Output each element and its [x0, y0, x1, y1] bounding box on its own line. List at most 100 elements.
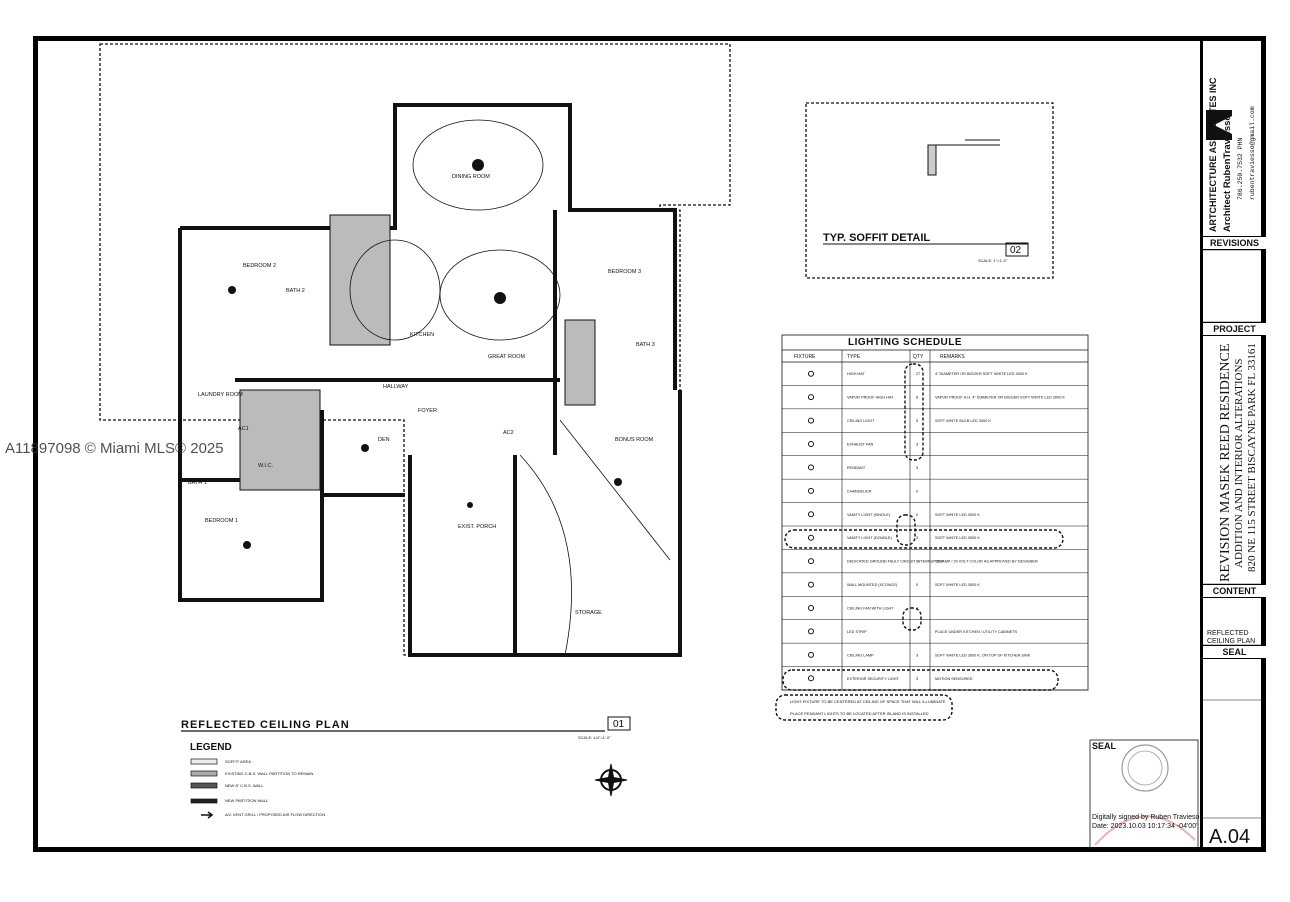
plan-number: 01: [613, 719, 625, 730]
sched-cell-remarks: SOFT WHITE BULB LED 3000 K: [935, 419, 991, 423]
sched-cell-type: HIGH HAT: [847, 372, 866, 376]
sched-cell-type: EXHAUST FAN: [847, 443, 874, 447]
sched-cell-type: CEILING FAN WITH LIGHT: [847, 607, 894, 611]
walls: [178, 103, 682, 657]
firm-phone: 786.250.7532 PHN: [1237, 137, 1244, 200]
sched-cell-qty: 3: [916, 677, 918, 681]
sched-cell-type: CEILING LIGHT: [847, 419, 875, 423]
sched-cell-qty: 3: [916, 536, 918, 540]
firm-logo: [1206, 110, 1232, 140]
fixture-symbol-icon: [808, 511, 814, 518]
legend-item-3: NEW PARTITION WALL: [225, 798, 269, 803]
sched-cell-type: VANITY LIGHT (SINGLE): [847, 513, 891, 517]
revision-cloud: [99, 43, 731, 656]
sched-cell-type: WALL MOUNTED (SCONCE): [847, 583, 898, 587]
drawing-sheet: [33, 36, 1266, 852]
sched-cell-type: EXTERIOR SECURITY LIGHT: [847, 677, 900, 681]
seal-box: [1089, 739, 1199, 849]
room-foyer: FOYER: [418, 408, 437, 414]
fixture-symbol-icon: [808, 675, 814, 682]
room-porch: EXIST. PORCH: [458, 524, 496, 530]
sched-cell-remarks: MOTION SENSORED: [935, 677, 973, 681]
sched-cell-qty: 3: [916, 443, 918, 447]
plan-title: REFLECTED CEILING PLAN: [181, 719, 350, 731]
title-block: REVISIONS PROJECT CONTENT SEAL: [1200, 36, 1266, 852]
sched-cell-type: CEILING LAMP: [847, 653, 874, 657]
legend-item-0: SOFFIT AREA: [225, 759, 251, 764]
room-bonus: BONUS ROOM: [615, 437, 654, 443]
seal-label: SEAL: [1092, 741, 1117, 751]
sched-cell-remarks: SOFT WHITE LED 3000 K, ON TOP OF KITCHEN…: [935, 653, 1031, 657]
sched-cell-remarks: PLACE UNDER KITCHEN / UTILITY CABINETS: [935, 630, 1017, 634]
sched-cell-qty: 0: [916, 583, 918, 587]
firm-name: ARTCHITECTURE ASSOCIATES INC: [1208, 77, 1218, 232]
signature-mark: [1094, 815, 1196, 846]
sched-cell-qty: 0: [916, 513, 918, 517]
room-bath3: BATH 3: [636, 342, 655, 348]
sched-cell-type: VAPOR PROOF HIGH HAT: [847, 396, 894, 400]
signature-line-2: Date: 2023.10.03 10:17:34 -04'00': [1092, 823, 1198, 830]
sched-cell-qty: 5: [916, 419, 918, 423]
room-bath1: BATH 1: [188, 480, 207, 486]
sched-cell-remarks: SOFT WHITE LED 3000 K: [935, 583, 980, 587]
sched-cell-qty: 1: [916, 560, 918, 564]
fixture-symbol-icon: [808, 534, 814, 541]
sched-cell-type: CHANDELIER: [847, 489, 872, 493]
fixture-symbol-icon: [808, 394, 814, 401]
sheet-number: A.04: [1209, 826, 1251, 848]
project-header: PROJECT: [1203, 322, 1266, 336]
ceiling-fans: [228, 159, 622, 549]
legend-swatches: [190, 758, 218, 804]
ceiling-arcs: [349, 119, 671, 656]
architect-name: Architect RubenTraviesso: [1222, 114, 1233, 232]
sched-header-type: TYPE: [847, 354, 861, 360]
fixture-symbol-icon: [808, 370, 814, 377]
seal-header: SEAL: [1203, 645, 1266, 659]
mls-watermark: A11897098 © Miami MLS© 2025: [5, 440, 224, 457]
room-great: GREAT ROOM: [488, 354, 525, 360]
north-arrow-icon: [594, 763, 628, 797]
sched-cell-remarks: SOFT WHITE LED 3000 K: [935, 536, 980, 540]
legend-item-1: EXISTING C.B.S. WALL PARTITION TO REMAIN: [225, 771, 313, 776]
sched-header-fixture: FIXTURE: [794, 354, 816, 360]
fixture-symbol-icon: [808, 441, 814, 447]
room-ac1: AC1: [238, 426, 249, 432]
sched-cell-remarks: SOFT WHITE LED 3000 K: [935, 513, 980, 517]
schedule-clouds: [775, 363, 1064, 721]
fixture-symbol-icon: [808, 487, 814, 494]
fixture-symbol-icon: [808, 464, 814, 471]
fixture-symbol-icon: [808, 628, 814, 635]
room-den: DEN: [378, 437, 390, 443]
revisions-header: REVISIONS: [1203, 236, 1266, 250]
vent-arrow-icon: [201, 811, 214, 819]
firm-email: rubentraviesso@gmail.com: [1249, 106, 1256, 200]
digital-signature: Digitally signed by Ruben Travieso Date:…: [1092, 813, 1199, 831]
seal-stamp-icon: [1121, 744, 1169, 792]
room-bedroom3: BEDROOM 3: [608, 269, 641, 275]
sched-cell-remarks: 120 AMP / 20 VOLT COLOR AS APPROVED BY D…: [935, 560, 1038, 564]
fixture-symbol-icon: [808, 558, 814, 565]
soffit-scale: SCALE: 1"=1'-0": [978, 258, 1008, 263]
sched-cell-remarks: VAPOR PROOF H.H. 4" DIAMETER OR BIGGER S…: [935, 396, 1065, 400]
soffit-title: TYP. SOFFIT DETAIL: [823, 232, 930, 244]
content-header: CONTENT: [1203, 584, 1266, 598]
sched-cell-type: DEDICATED GROUND FAULT CIRCUIT INTERRUPT…: [847, 560, 944, 564]
legend-item-4: A/C VENT GRILL / PROPOSED AIR FLOW DIREC…: [225, 812, 325, 817]
room-bedroom1: BEDROOM 1: [205, 518, 238, 524]
sched-cell-qty: 8: [916, 396, 918, 400]
soffit-cloud: [805, 102, 1054, 279]
project-address: 820 NE 115 STREET BISCAYNE PARK FL 33161: [1246, 343, 1258, 572]
sched-note-0: LIGHT FIXTURE TO BE CENTERED AT CEILING …: [790, 699, 946, 704]
content-text: REFLECTED CEILING PLAN: [1207, 630, 1256, 645]
room-dining: DINING ROOM: [452, 174, 490, 180]
room-storage: STORAGE: [575, 610, 602, 616]
fixture-symbol-icon: [808, 581, 814, 588]
lighting-schedule-title: LIGHTING SCHEDULE: [848, 337, 963, 348]
sched-cell-qty: 27: [916, 372, 920, 376]
sched-cell-qty: 3: [916, 653, 918, 657]
plan-scale: SCALE: 1/4"=1'-0": [578, 735, 611, 740]
fixture-symbol-icon: [808, 417, 814, 424]
room-hallway: HALLWAY: [383, 384, 409, 390]
room-wic: W.I.C.: [258, 463, 273, 469]
